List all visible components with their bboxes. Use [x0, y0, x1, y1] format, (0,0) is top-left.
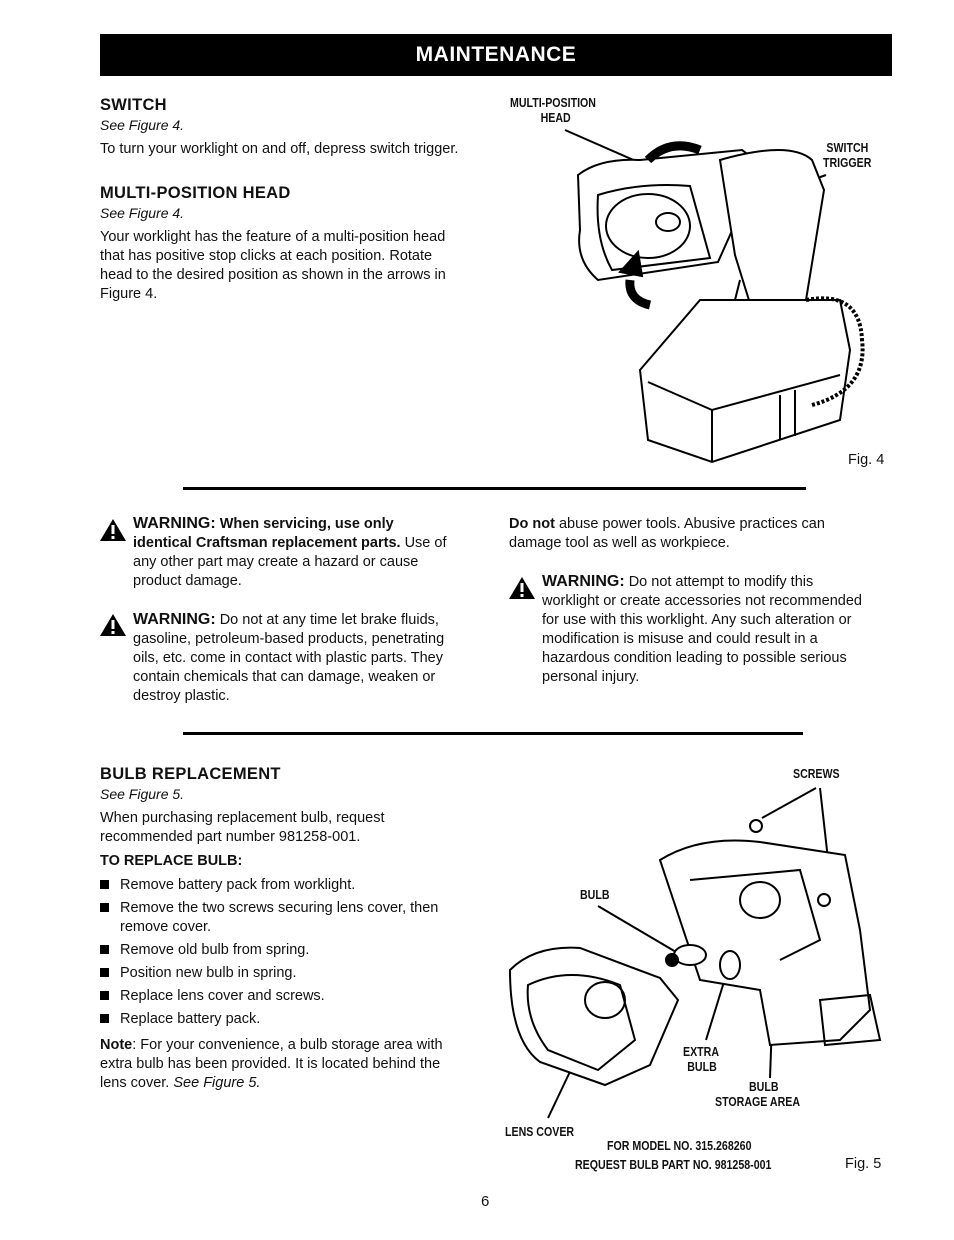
warning-triangle-icon — [100, 614, 126, 636]
bulb-note: Note: For your convenience, a bulb stora… — [100, 1036, 480, 1093]
warning-text: hazardous condition leading to possible … — [542, 650, 847, 666]
fig5-part-line: REQUEST BULB PART NO. 981258-001 — [575, 1158, 772, 1172]
switch-body: To turn your worklight on and off, depre… — [100, 141, 459, 157]
warning-text: product damage. — [133, 573, 242, 589]
multi-body-line: Figure 4. — [100, 286, 158, 302]
warning-text: for use with this worklight. Any such al… — [542, 612, 852, 628]
list-item: Replace lens cover and screws. — [100, 987, 475, 1006]
fig5-label-screws: SCREWS — [793, 767, 840, 781]
label-line: TRIGGER — [823, 156, 872, 170]
warning-text: worklight or create accessories not reco… — [542, 593, 862, 609]
bulb-subheading: TO REPLACE BULB: — [100, 853, 243, 869]
bulb-see-figure: See Figure 5. — [100, 786, 185, 802]
fig5-caption: Fig. 5 — [845, 1156, 882, 1172]
warning-word: WARNING: — [133, 515, 216, 532]
warning-3: WARNING: Do not attempt to modify this w… — [542, 572, 902, 687]
multi-body-line: that has positive stop clicks at each po… — [100, 248, 433, 264]
label-line: EXTRA — [683, 1045, 720, 1059]
fig4-caption: Fig. 4 — [848, 452, 885, 468]
fig5-label-storage: BULB STORAGE AREA — [715, 1080, 800, 1110]
warning-triangle-icon — [509, 577, 535, 599]
bulb-intro: When purchasing replacement bulb, reques… — [100, 809, 385, 847]
warning-bold-text: identical Craftsman replacement parts. — [133, 535, 401, 551]
fig5-label-lens-cover: LENS COVER — [505, 1125, 575, 1139]
abuse-text: damage tool as well as workpiece. — [509, 535, 730, 551]
warning-bold-text: When servicing, use only — [219, 516, 394, 532]
warning-triangle-icon — [100, 519, 126, 541]
warning-text: gasoline, petroleum-based products, pene… — [133, 631, 445, 647]
multi-heading: MULTI-POSITION HEAD — [100, 184, 291, 202]
label-line: SWITCH — [826, 141, 869, 155]
note-text: extra bulb has been provided. It is loca… — [100, 1056, 441, 1072]
fig4-label-switch: SWITCH TRIGGER — [823, 141, 871, 171]
bulb-intro-line: recommended part number 981258-001. — [100, 829, 361, 845]
list-item: Remove the two screws securing lens cove… — [100, 899, 475, 937]
multi-body-line: Your worklight has the feature of a mult… — [100, 229, 446, 245]
fig5-label-extra-bulb: EXTRA BULB — [683, 1045, 719, 1075]
warning-text: oils, etc. come in contact with plastic … — [133, 650, 444, 666]
abuse-note: Do not abuse power tools. Abusive practi… — [509, 515, 889, 553]
abuse-text: abuse power tools. Abusive practices can — [558, 516, 825, 532]
divider-rule — [183, 487, 806, 490]
list-item: Remove old bulb from spring. — [100, 941, 475, 960]
bulb-intro-line: When purchasing replacement bulb, reques… — [100, 810, 385, 826]
warning-word: WARNING: — [133, 611, 216, 628]
note-see-figure: See Figure 5. — [173, 1075, 261, 1091]
warning-text: Do not attempt to modify this — [628, 574, 814, 590]
bulb-heading: BULB REPLACEMENT — [100, 765, 281, 783]
label-line: BULB — [687, 1060, 717, 1074]
warning-1: WARNING: When servicing, use only identi… — [133, 514, 483, 591]
list-item: Remove battery pack from worklight. — [100, 876, 475, 895]
warning-word: WARNING: — [542, 573, 625, 590]
multi-body: Your worklight has the feature of a mult… — [100, 228, 446, 304]
fig5-model-line: FOR MODEL NO. 315.268260 — [607, 1139, 752, 1153]
fig4-label-head: MULTI-POSITION HEAD — [510, 96, 596, 126]
warning-text: contain chemicals that can damage, weake… — [133, 669, 436, 685]
abuse-bold: Do not — [509, 516, 555, 532]
warning-text: personal injury. — [542, 669, 640, 685]
multi-see-figure: See Figure 4. — [100, 205, 185, 221]
page-number: 6 — [481, 1193, 490, 1210]
fig5-label-bulb: BULB — [580, 888, 610, 902]
warning-text: destroy plastic. — [133, 688, 230, 704]
warning-text: Do not at any time let brake fluids, — [219, 612, 439, 628]
label-line: HEAD — [540, 111, 571, 125]
list-item: Replace battery pack. — [100, 1010, 475, 1029]
note-text: lens cover. — [100, 1075, 170, 1091]
warning-2: WARNING: Do not at any time let brake fl… — [133, 610, 493, 706]
switch-heading: SWITCH — [100, 96, 167, 114]
list-item: Position new bulb in spring. — [100, 964, 475, 983]
switch-see-figure: See Figure 4. — [100, 117, 185, 133]
label-line: MULTI-POSITION — [510, 96, 596, 110]
warning-text: Use of — [404, 535, 447, 551]
label-line: STORAGE AREA — [715, 1095, 801, 1109]
multi-body-line: head to the desired position as shown in… — [100, 267, 446, 283]
warning-text: any other part may create a hazard or ca… — [133, 554, 419, 570]
note-label: Note — [100, 1037, 133, 1053]
note-text: : For your convenience, a bulb storage a… — [132, 1037, 443, 1053]
section-banner: MAINTENANCE — [100, 34, 892, 76]
divider-rule — [183, 732, 803, 735]
warning-text: modification is misuse and could result … — [542, 631, 818, 647]
bulb-steps-list: Remove battery pack from worklight. Remo… — [100, 876, 475, 1033]
label-line: BULB — [749, 1080, 779, 1094]
